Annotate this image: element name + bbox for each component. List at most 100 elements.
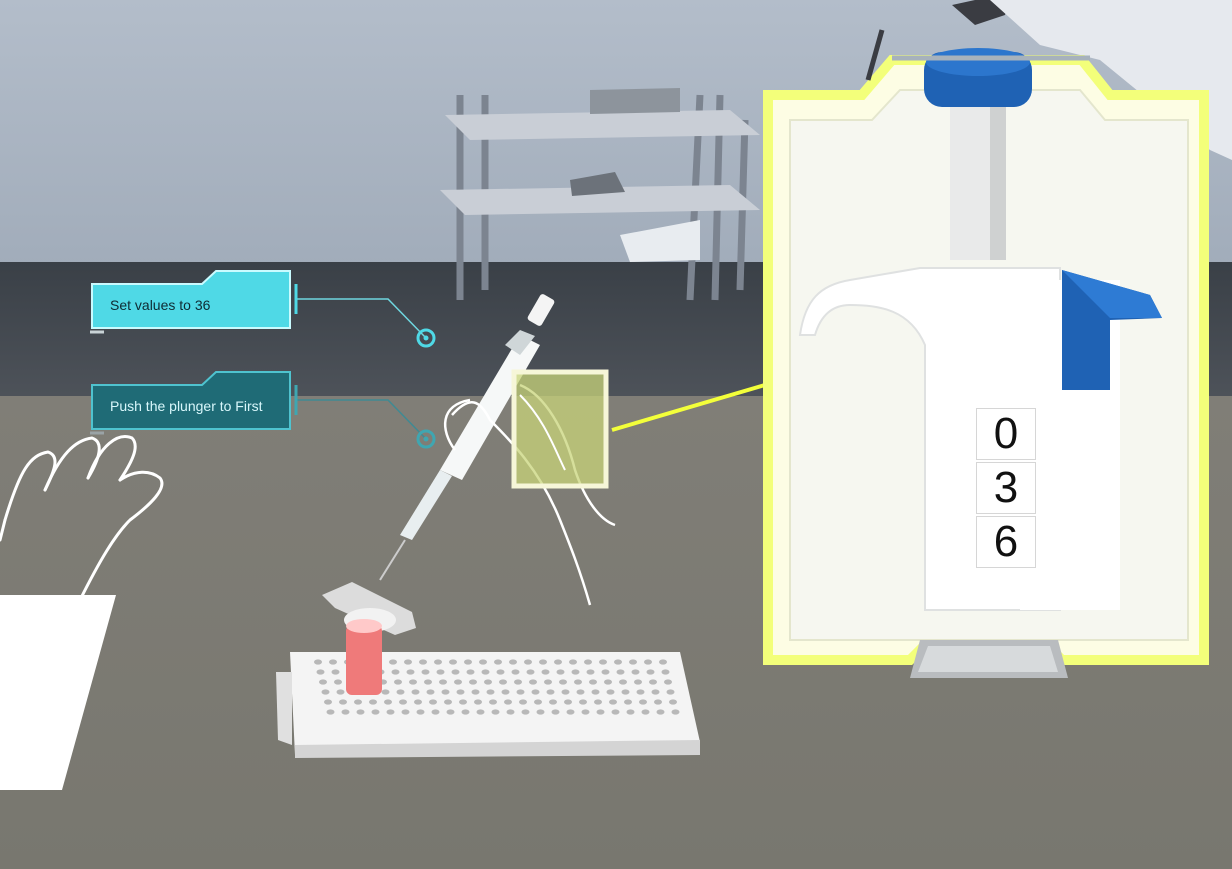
task-card-set-values[interactable]: Set values to 36 <box>90 270 292 334</box>
rack-hole <box>461 709 470 715</box>
rack-hole <box>514 679 522 685</box>
rack-hole <box>424 679 432 685</box>
rack-hole <box>569 659 577 665</box>
rack-hole <box>354 699 362 705</box>
rack-hole <box>611 709 620 715</box>
sample-tube <box>322 582 416 695</box>
rack-hole <box>671 709 680 715</box>
rack-hole <box>561 689 570 695</box>
rack-hole <box>449 659 457 665</box>
rack-hole <box>331 669 340 675</box>
background-object <box>952 0 1010 25</box>
task-label: Set values to 36 <box>110 297 211 313</box>
rack-hole <box>511 669 520 675</box>
rack-hole <box>596 709 605 715</box>
rack-hole <box>559 679 567 685</box>
rack-hole <box>484 679 492 685</box>
rack-hole <box>481 669 490 675</box>
rack-hole <box>666 689 675 695</box>
rack-hole <box>571 669 580 675</box>
rack-hole <box>464 659 472 665</box>
rack-hole <box>314 659 322 665</box>
rack-hole <box>529 679 537 685</box>
rack-holes <box>314 659 680 715</box>
volume-digit-1: 0 <box>976 408 1036 460</box>
rack-hole <box>644 659 652 665</box>
rack-hole <box>621 689 630 695</box>
rack-hole <box>381 689 390 695</box>
rack-hole <box>609 699 617 705</box>
rack-hole <box>661 669 670 675</box>
rack-hole <box>394 679 402 685</box>
rack-hole <box>406 669 415 675</box>
rack-hole <box>499 679 507 685</box>
rack-hole <box>404 659 412 665</box>
lab-coat-sleeve <box>0 595 116 790</box>
rack-hole <box>444 699 452 705</box>
rack-hole <box>534 699 542 705</box>
rack-hole <box>636 689 645 695</box>
task-card-push-plunger[interactable]: Push the plunger to First <box>90 371 292 435</box>
rack-hole <box>516 689 525 695</box>
rack-hole <box>526 669 535 675</box>
rack-hole <box>341 709 350 715</box>
rack-hole <box>634 679 642 685</box>
pipette-zoom-panel <box>763 48 1209 678</box>
rack-hole <box>436 669 445 675</box>
rack-hole <box>509 659 517 665</box>
rack-hole <box>479 659 487 665</box>
rack-hole <box>369 699 377 705</box>
rack-hole <box>391 669 400 675</box>
rack-hole <box>316 669 325 675</box>
rack-hole <box>649 679 657 685</box>
pipette-selection-highlight <box>511 369 609 489</box>
rack-hole <box>396 689 405 695</box>
rack-hole <box>659 659 667 665</box>
rack-hole <box>591 689 600 695</box>
rack-hole <box>466 669 475 675</box>
shelf-boards <box>440 88 760 262</box>
rack-hole <box>389 659 397 665</box>
rack-hole <box>456 689 465 695</box>
rack-hole <box>324 699 332 705</box>
rack-hole <box>431 709 440 715</box>
rack-hole <box>486 689 495 695</box>
tube-rack <box>276 652 700 758</box>
rack-hole <box>554 659 562 665</box>
rack-hole <box>519 699 527 705</box>
rack-hole <box>576 689 585 695</box>
rack-hole <box>501 689 510 695</box>
rack-hole <box>434 659 442 665</box>
rack-hole <box>386 709 395 715</box>
rack-hole <box>469 679 477 685</box>
rack-hole <box>564 699 572 705</box>
rack-hole <box>474 699 482 705</box>
rack-hole <box>371 709 380 715</box>
volume-digit-3: 6 <box>976 516 1036 568</box>
rack-hole <box>426 689 435 695</box>
rack-hole <box>521 709 530 715</box>
rack-hole <box>589 679 597 685</box>
rack-hole <box>489 699 497 705</box>
rack-hole <box>326 709 335 715</box>
rack-hole <box>599 659 607 665</box>
rack-hole <box>549 699 557 705</box>
rack-hole <box>334 679 342 685</box>
rack-hole <box>419 659 427 665</box>
rack-hole <box>524 659 532 665</box>
left-hand-outline <box>0 435 164 602</box>
rack-hole <box>624 699 632 705</box>
task-label: Push the plunger to First <box>110 398 263 414</box>
rack-hole <box>601 669 610 675</box>
rack-hole <box>491 709 500 715</box>
rack-hole <box>496 669 505 675</box>
rack-hole <box>631 669 640 675</box>
rack-hole <box>614 659 622 665</box>
background-rod <box>865 29 885 81</box>
rack-hole <box>669 699 677 705</box>
rack-hole <box>594 699 602 705</box>
rack-hole <box>539 659 547 665</box>
background-object <box>990 0 1232 160</box>
